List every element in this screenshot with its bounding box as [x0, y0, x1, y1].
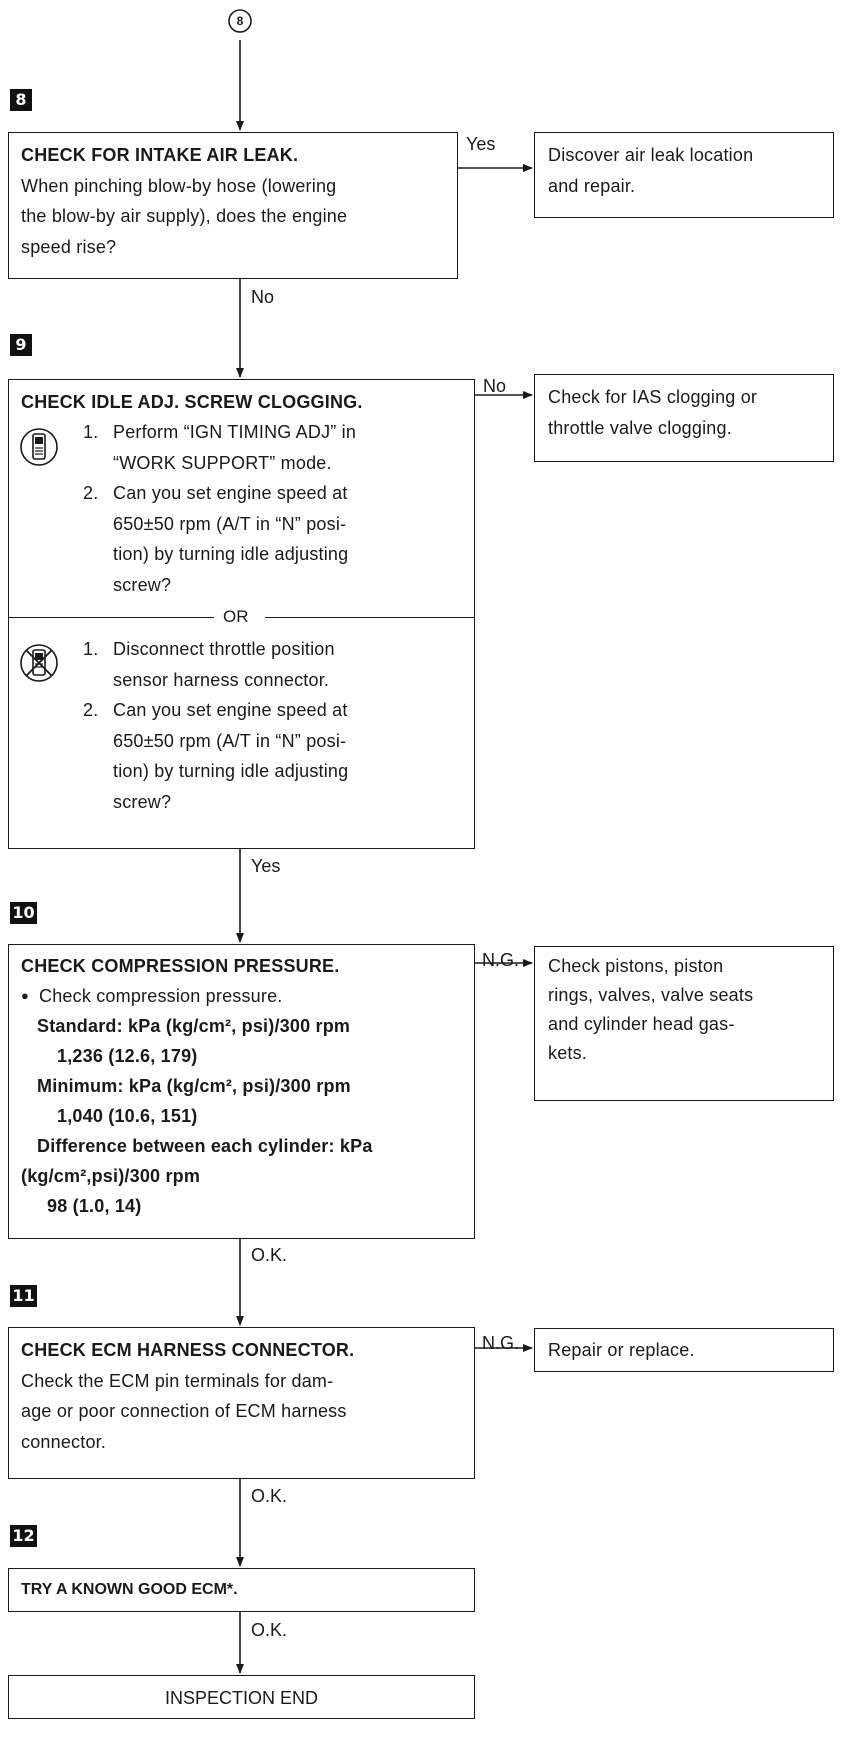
bullet-icon: ●	[21, 988, 30, 1003]
step-10-spec-3: Minimum: kPa (kg/cm², psi)/300 rpm	[37, 1076, 351, 1096]
step-9-no-label: No	[483, 376, 507, 396]
step-8-no-label: No	[251, 287, 275, 307]
step-12-box: TRY A KNOWN GOOD ECM*.	[8, 1568, 475, 1612]
step-9a-item-2-line-3: tion) by turning idle adjusting	[113, 544, 349, 564]
step-number-9: 9	[10, 334, 32, 356]
step-8-yes-line-1: Discover air leak location	[548, 145, 754, 165]
step-10-spec-5: Difference between each cylinder: kPa	[37, 1136, 373, 1156]
step-12-title: TRY A KNOWN GOOD ECM*.	[21, 1581, 238, 1598]
step-10-ng-line-2: rings, valves, valve seats	[548, 985, 754, 1005]
step-9b-item-1-line-2: sensor harness connector.	[113, 669, 330, 690]
step-9a-item-1-line-1: Perform “IGN TIMING ADJ” in	[113, 422, 357, 442]
inspection-end-label: INSPECTION END	[164, 1688, 319, 1708]
connector-circle	[228, 9, 252, 33]
no-consult-tester-icon	[20, 644, 58, 682]
step-9a-item-2-num: 2.	[83, 483, 99, 503]
step-8-title: CHECK FOR INTAKE AIR LEAK.	[21, 145, 299, 165]
step-8-line-3: speed rise?	[21, 236, 117, 257]
connector-label: 8	[236, 14, 244, 28]
step-11-title: CHECK ECM HARNESS CONNECTOR.	[21, 1340, 355, 1360]
step-10-spec-6: (kg/cm²,psi)/300 rpm	[21, 1166, 201, 1186]
step-10-ng-line-4: kets.	[548, 1043, 588, 1063]
step-10-ng-line-1: Check pistons, piston	[548, 956, 724, 976]
step-9b-item-2-line-1: Can you set engine speed at	[113, 700, 348, 720]
step-9b-item-2-line-4: screw?	[113, 791, 172, 812]
step-number-8: 8	[10, 89, 32, 111]
step-10-spec-1: Standard: kPa (kg/cm², psi)/300 rpm	[37, 1016, 351, 1036]
step-number-10: 10	[10, 902, 37, 924]
step-11-line-1: Check the ECM pin terminals for dam-	[21, 1370, 334, 1391]
step-9a-item-1-line-2: “WORK SUPPORT” mode.	[113, 452, 332, 473]
or-divider: OR	[9, 607, 474, 627]
step-8-yes-line-2: and repair.	[548, 175, 636, 196]
step-9-box: CHECK IDLE ADJ. SCREW CLOGGING. 1. Perfo…	[8, 379, 475, 849]
step-10-bullet: Check compression pressure.	[39, 986, 283, 1006]
inspection-end-box: INSPECTION END	[8, 1675, 475, 1719]
step-9-no-line-2: throttle valve clogging.	[548, 417, 732, 438]
or-label: OR	[223, 607, 249, 626]
step-8-box: CHECK FOR INTAKE AIR LEAK. When pinching…	[8, 132, 458, 279]
step-11-line-3: connector.	[21, 1431, 107, 1452]
step-number-12: 12	[10, 1525, 37, 1547]
consult-tester-icon	[20, 428, 58, 466]
step-9a-item-2-line-2: 650±50 rpm (A/T in “N” posi-	[113, 513, 347, 534]
step-9a-item-1-num: 1.	[83, 422, 99, 442]
step-11-ng-action: Repair or replace.	[534, 1328, 834, 1372]
step-11-ok-label: O.K.	[251, 1486, 288, 1506]
step-9b-item-2-num: 2.	[83, 700, 99, 720]
step-11-ng-label: N.G.	[482, 1333, 520, 1353]
step-9a-item-2-line-4: screw?	[113, 574, 172, 595]
step-9-no-action: Check for IAS clogging or throttle valve…	[534, 374, 834, 462]
step-10-box: CHECK COMPRESSION PRESSURE. ● Check compr…	[8, 944, 475, 1239]
step-10-title: CHECK COMPRESSION PRESSURE.	[21, 956, 340, 976]
step-11-box: CHECK ECM HARNESS CONNECTOR. Check the E…	[8, 1327, 475, 1479]
step-9b-item-2-line-3: tion) by turning idle adjusting	[113, 761, 349, 781]
step-8-yes-action: Discover air leak location and repair.	[534, 132, 834, 218]
step-9b-item-1-num: 1.	[83, 639, 99, 659]
step-9-no-line-1: Check for IAS clogging or	[548, 387, 758, 407]
step-9b-item-1-line-1: Disconnect throttle position	[113, 639, 335, 659]
step-8-line-2: the blow-by air supply), does the engine	[21, 206, 348, 226]
step-8-line-1: When pinching blow-by hose (lowering	[21, 175, 337, 196]
step-10-ok-label: O.K.	[251, 1245, 288, 1265]
step-10-spec-7: 98 (1.0, 14)	[47, 1196, 142, 1216]
step-9a-item-2-line-1: Can you set engine speed at	[113, 483, 348, 503]
step-10-spec-2: 1,236 (12.6, 179)	[57, 1046, 198, 1066]
step-number-11: 11	[10, 1285, 37, 1307]
step-11-ng-line-1: Repair or replace.	[548, 1340, 695, 1360]
step-10-spec-4: 1,040 (10.6, 151)	[57, 1106, 198, 1126]
step-8-yes-label: Yes	[466, 134, 496, 154]
step-10-ng-line-3: and cylinder head gas-	[548, 1014, 735, 1034]
step-9-title: CHECK IDLE ADJ. SCREW CLOGGING.	[21, 392, 363, 412]
step-10-ng-label: N.G.	[482, 950, 520, 970]
step-10-ng-action: Check pistons, piston rings, valves, val…	[534, 946, 834, 1101]
step-9-yes-label: Yes	[251, 856, 281, 876]
step-12-ok-label: O.K.	[251, 1620, 288, 1640]
step-11-line-2: age or poor connection of ECM harness	[21, 1401, 347, 1421]
step-9b-item-2-line-2: 650±50 rpm (A/T in “N” posi-	[113, 730, 347, 751]
